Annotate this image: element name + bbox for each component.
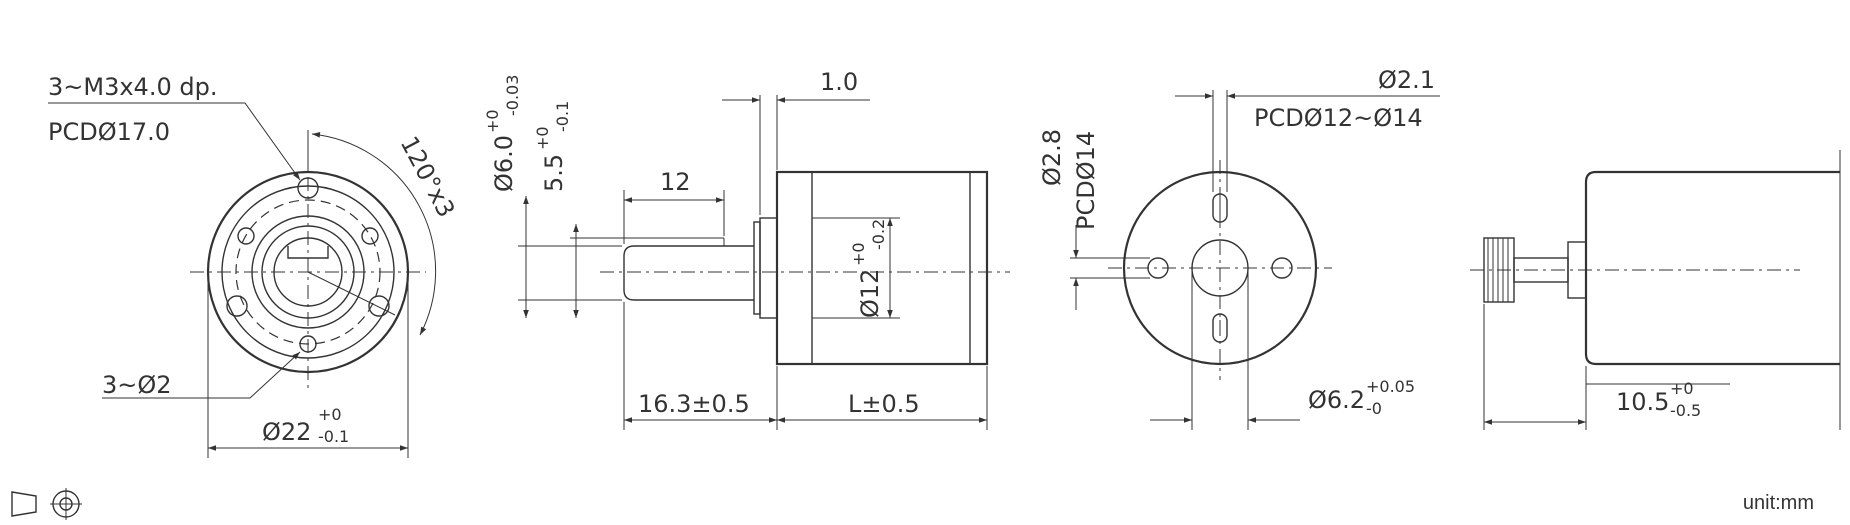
- flange-plate-thin: [753, 221, 761, 315]
- motor-body: [775, 170, 989, 366]
- flat-lower: -0.1: [553, 101, 572, 132]
- outer-dia-upper: +0: [318, 405, 342, 424]
- rear-boss-upper: +0.05: [1366, 377, 1415, 396]
- vent-dia: Ø2.8: [1038, 129, 1066, 186]
- boss-dia-lower: -0.2: [869, 219, 888, 250]
- gear-length-base: 10.5: [1616, 388, 1669, 416]
- shaft-dia-lower: -0.03: [503, 75, 522, 116]
- flange-thickness: 1.0: [820, 68, 858, 96]
- flange-plate: [759, 217, 778, 319]
- third-angle-projection-icon: [11, 488, 82, 520]
- outer-dia-base: Ø22: [262, 418, 311, 446]
- body-length: L±0.5: [848, 390, 920, 418]
- hole-dia: Ø2.1: [1378, 66, 1435, 94]
- thread-leader: [48, 102, 301, 181]
- rear-boss-base: Ø6.2: [1308, 386, 1365, 414]
- shaft-length: 16.3±0.5: [638, 390, 750, 418]
- vent-pcd: PCDØ14: [1072, 131, 1100, 230]
- gear-length-lower: -0.5: [1670, 401, 1701, 420]
- side-view: Ø6.0 +0 -0.03 5.5 +0 -0.1 1.0 12 Ø12 +0 …: [483, 68, 1010, 430]
- boss-dia-upper: +0: [849, 242, 868, 266]
- flat-upper: +0: [533, 126, 552, 150]
- angle-note: 120°x3: [395, 132, 461, 222]
- shaft-flat-length: 12: [660, 168, 691, 196]
- front-flange-view: 3~M3x4.0 dp. PCDØ17.0 120°x3 3~Ø2 Ø22 +0…: [48, 73, 460, 458]
- flat-base: 5.5: [540, 154, 568, 192]
- outer-dia-lower: -0.1: [318, 427, 349, 446]
- gear-length-upper: +0: [1670, 379, 1694, 398]
- output-shaft: [623, 245, 754, 301]
- gear-motor-body: [1584, 170, 1840, 366]
- angle-arc: [311, 132, 437, 336]
- shaft-dia-upper: +0: [483, 109, 502, 133]
- gear-side-view: 10.5 +0 -0.5: [1470, 150, 1841, 430]
- rear-view: Ø2.1 PCDØ12~Ø14 Ø2.8 PCDØ14 Ø6.2 +0.05 -…: [1038, 66, 1440, 430]
- shaft-dia-base: Ø6.0: [490, 135, 518, 192]
- boss-dia-base: Ø12: [856, 269, 884, 318]
- hole-pcd: PCDØ12~Ø14: [1254, 104, 1423, 132]
- rear-boss-lower: -0: [1366, 399, 1382, 418]
- small-hole-right: [361, 227, 379, 245]
- hole-leader: [102, 351, 301, 399]
- hole-note: 3~Ø2: [102, 371, 172, 399]
- small-hole-left: [237, 227, 255, 245]
- thread-note: 3~M3x4.0 dp.: [48, 73, 217, 101]
- unit-label: unit:mm: [1742, 492, 1814, 514]
- thread-pcd: PCDØ17.0: [48, 118, 170, 146]
- thread-hole-left: [226, 295, 248, 317]
